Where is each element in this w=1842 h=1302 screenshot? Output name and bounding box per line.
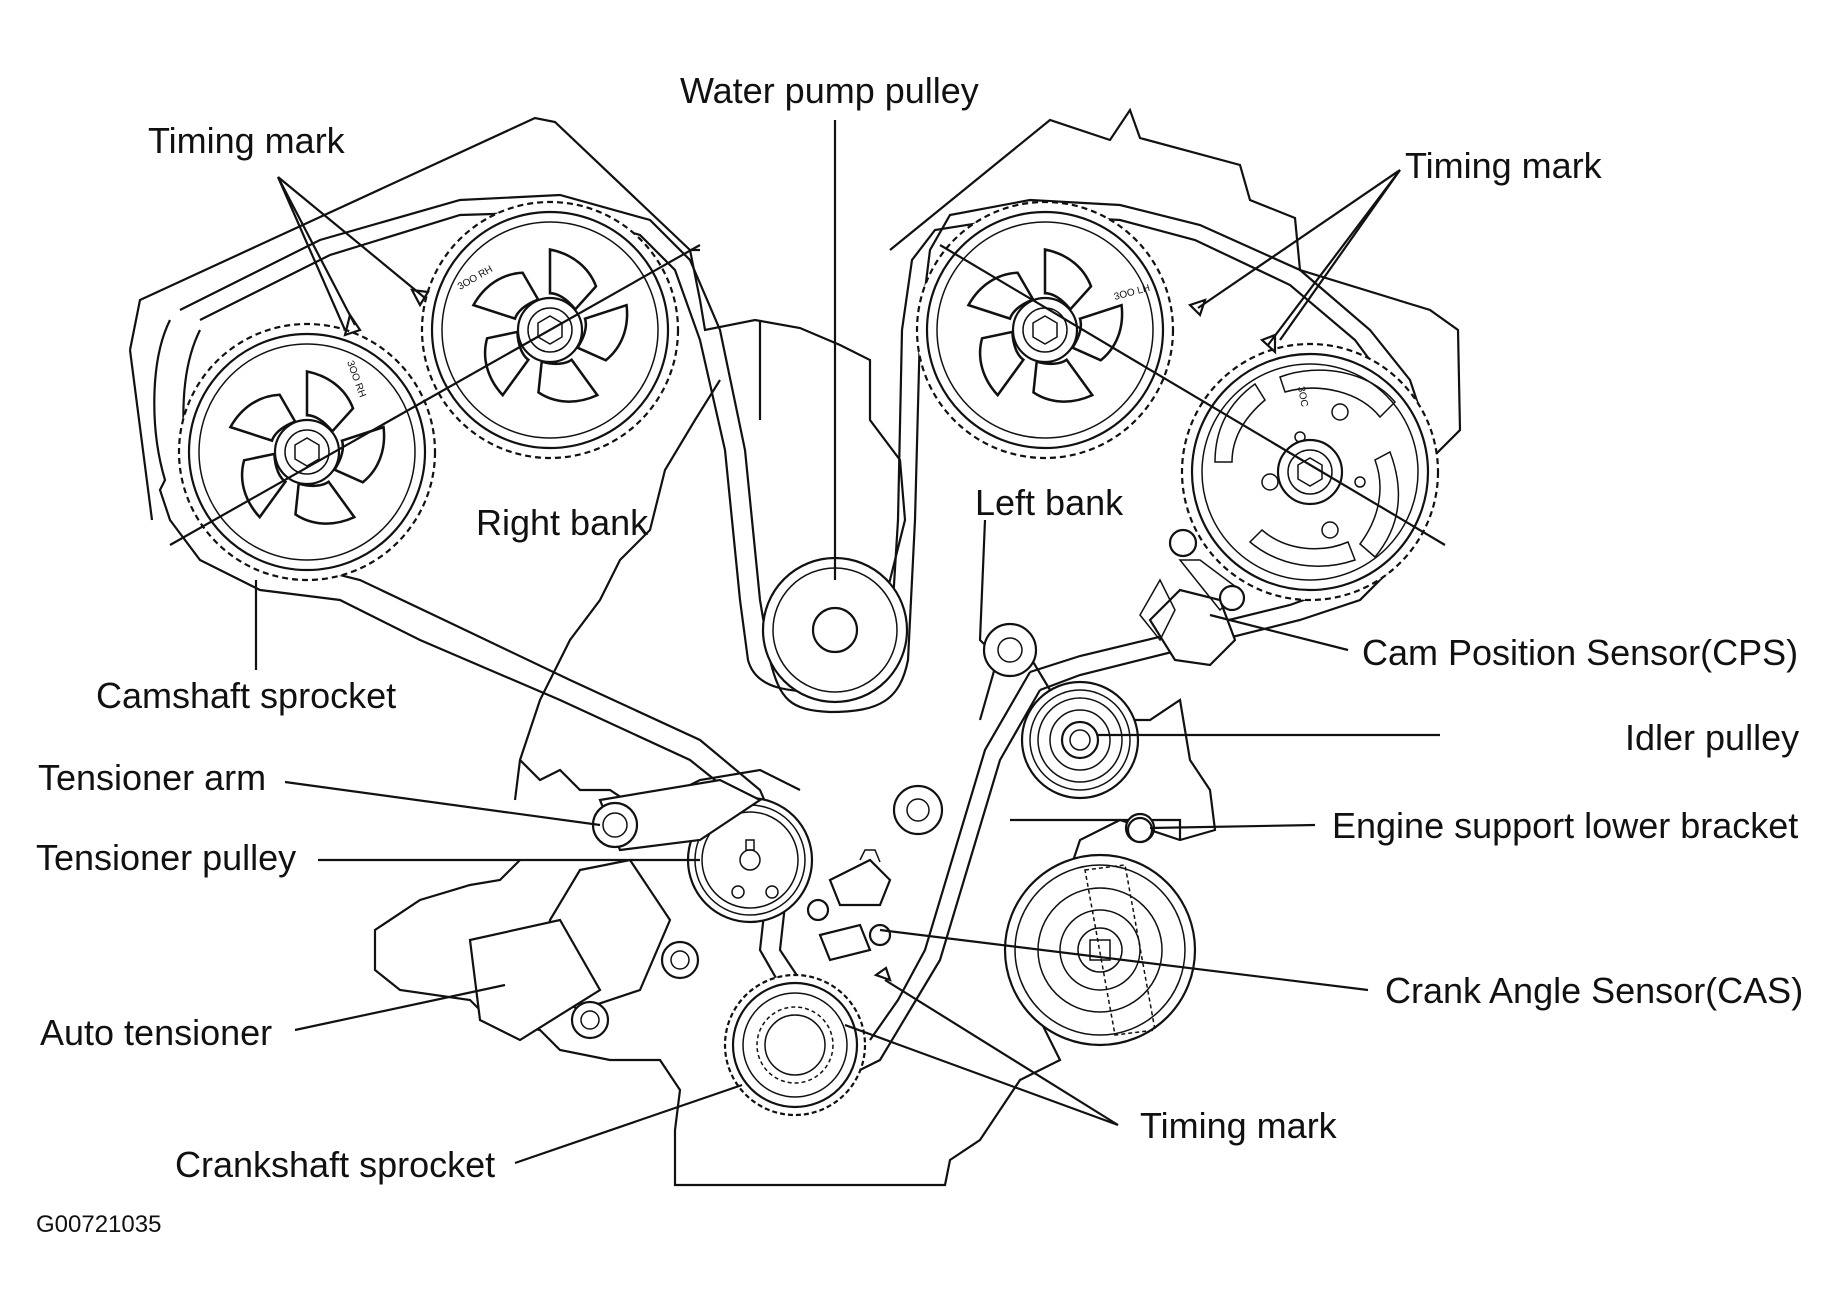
cam-position-sensor — [1139, 528, 1246, 667]
label-timing-mark-bottom: Timing mark — [1140, 1105, 1338, 1146]
crankshaft-sprocket — [723, 973, 867, 1117]
label-tensioner-pulley: Tensioner pulley — [36, 837, 296, 878]
idler-boss — [1126, 816, 1154, 844]
crank-pulley — [1003, 853, 1197, 1047]
label-water-pump-pulley: Water pump pulley — [680, 70, 979, 111]
label-tensioner-arm: Tensioner arm — [38, 757, 266, 798]
label-auto-tensioner: Auto tensioner — [40, 1012, 272, 1053]
label-camshaft-sprocket: Camshaft sprocket — [96, 675, 396, 716]
label-engine-support-lower-bracket: Engine support lower bracket — [1332, 805, 1798, 846]
left-bank-front-camshaft-sprocket: 3OO LH — [915, 200, 1175, 460]
leader-lines — [254, 120, 1440, 1165]
label-right-bank: Right bank — [476, 502, 649, 543]
labels: Water pump pulley Timing mark Timing mar… — [36, 70, 1803, 1238]
water-pump-pulley — [761, 556, 909, 704]
left-bank-rear-camshaft-sprocket: 3OC — [1180, 342, 1440, 602]
figure-code: G00721035 — [36, 1211, 161, 1238]
label-timing-mark-right: Timing mark — [1405, 145, 1603, 186]
label-cam-position-sensor: Cam Position Sensor(CPS) — [1362, 632, 1798, 673]
label-crank-angle-sensor: Crank Angle Sensor(CAS) — [1385, 970, 1803, 1011]
right-bank-rear-camshaft-sprocket: 3OO RH — [177, 322, 437, 582]
label-idler-pulley: Idler pulley — [1625, 717, 1799, 758]
auto-tensioner — [468, 858, 700, 1042]
label-left-bank: Left bank — [975, 482, 1124, 523]
idler-pulley — [1020, 680, 1140, 800]
right-bank-centerline — [169, 244, 701, 546]
sprocket-marking-lh-rear: 3OC — [1295, 386, 1309, 408]
label-crankshaft-sprocket: Crankshaft sprocket — [175, 1144, 495, 1185]
label-timing-mark-left: Timing mark — [148, 120, 346, 161]
crank-angle-sensor — [806, 849, 892, 962]
left-bank-centerline — [939, 244, 1446, 546]
